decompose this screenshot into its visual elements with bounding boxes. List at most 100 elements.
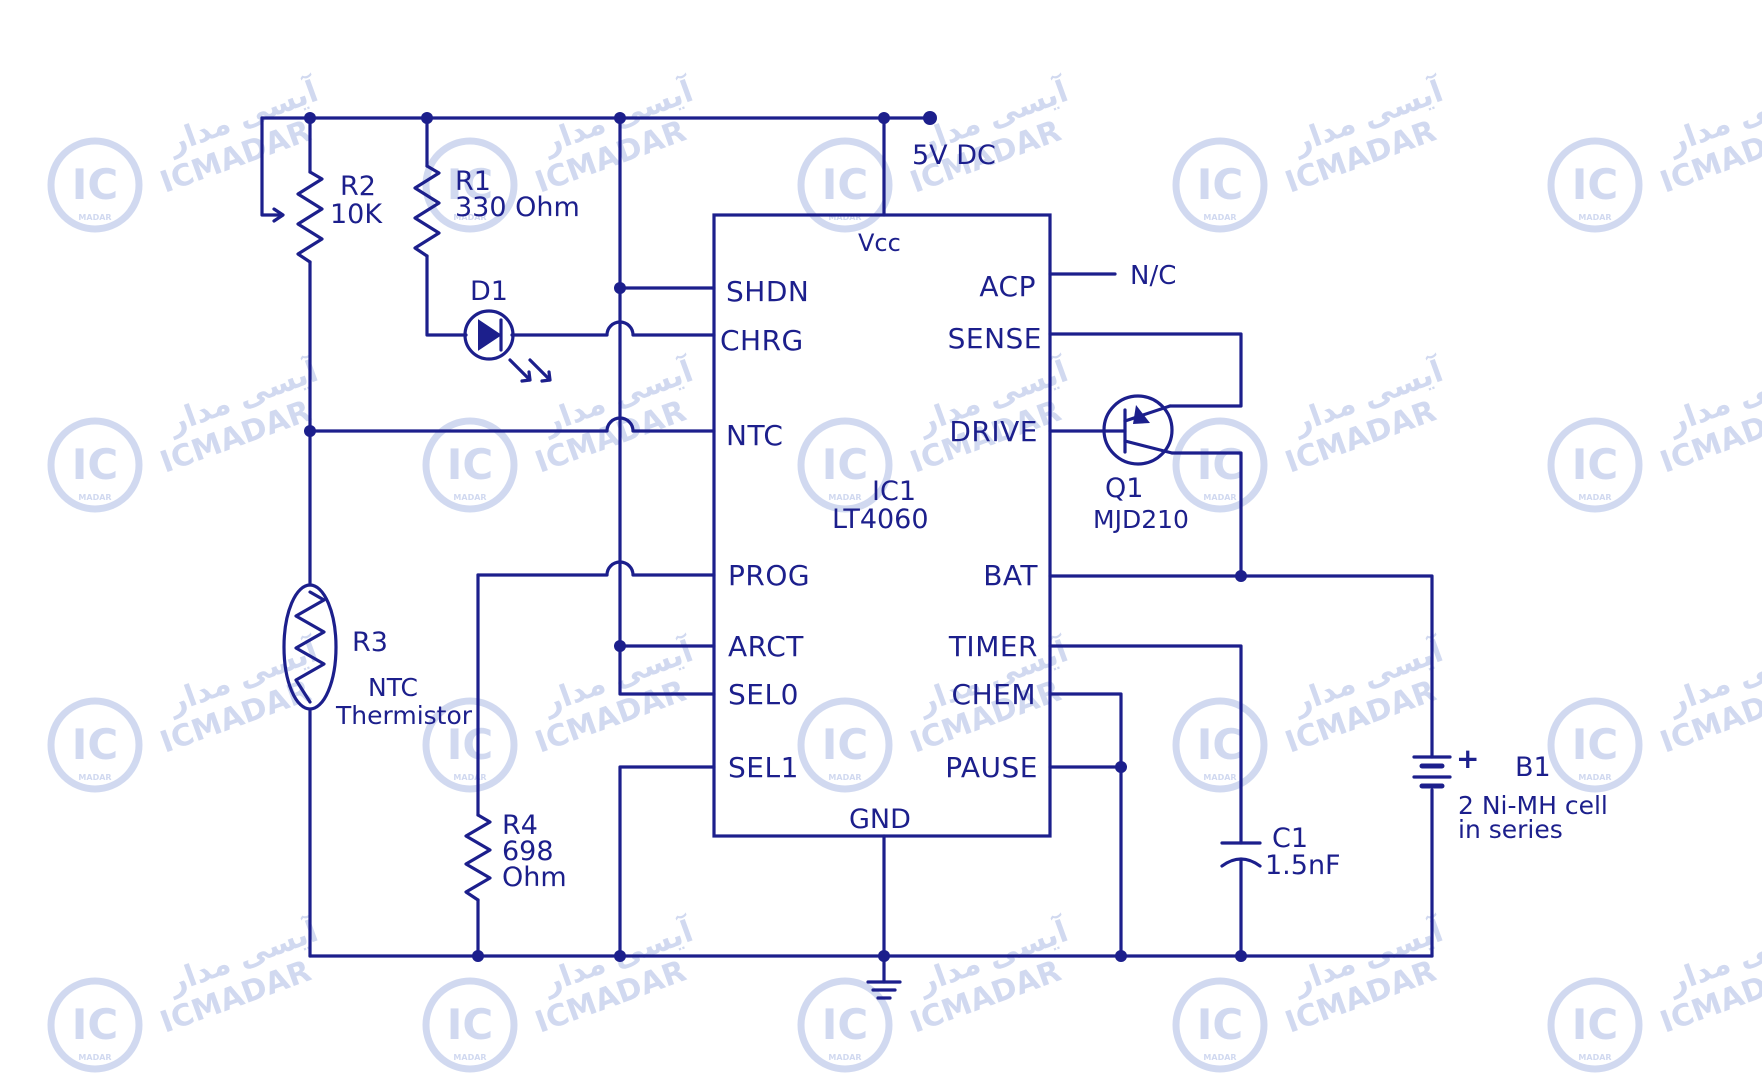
- watermark-logo-ring: [797, 697, 893, 793]
- watermark-logo-ring: [797, 417, 893, 513]
- watermark-logo-ring: [1547, 137, 1643, 233]
- r2-ref: R2: [340, 171, 376, 202]
- watermark-logo-subtext: MADAR: [453, 213, 486, 222]
- watermark-logo-subtext: MADAR: [1578, 493, 1611, 502]
- d1-ref: D1: [470, 276, 508, 307]
- watermark-logo-text: IC: [72, 160, 118, 209]
- r2-potentiometer: R2 10K: [296, 170, 383, 264]
- supply-label: 5V DC: [912, 140, 996, 171]
- ic1-pin-gnd: GND: [849, 804, 911, 835]
- watermark-logo-ring: [422, 977, 518, 1073]
- watermark-logo-ring: [1547, 697, 1643, 793]
- watermark-logo-text: IC: [822, 720, 868, 769]
- ic1-pin-drive: DRIVE: [949, 415, 1038, 448]
- b1-ref: B1: [1515, 752, 1551, 783]
- watermark-logo-subtext: MADAR: [453, 773, 486, 782]
- watermark-logo-ring: [1172, 977, 1268, 1073]
- ic1-pin-ntc: NTC: [726, 419, 783, 452]
- watermark-logo-text: IC: [1572, 1000, 1618, 1049]
- ic1-pin-sel1: SEL1: [728, 751, 799, 784]
- r3-ntc-thermistor: R3 NTC Thermistor: [282, 583, 473, 730]
- watermark-logo-subtext: MADAR: [1203, 773, 1236, 782]
- r4-ref: R4: [502, 810, 538, 841]
- watermark-logo-text: IC: [1572, 160, 1618, 209]
- q1-part: MJD210: [1093, 505, 1189, 534]
- ic1-pin-chem: CHEM: [952, 678, 1036, 711]
- ic1-pin-chrg: CHRG: [720, 324, 804, 357]
- ic1-pin-arct: ARCT: [728, 630, 804, 663]
- b1-desc-line1: 2 Ni-MH cell: [1458, 791, 1608, 820]
- watermark-logo-subtext: MADAR: [1578, 773, 1611, 782]
- watermark-logo-text: IC: [1197, 720, 1243, 769]
- r1-ref: R1: [455, 166, 491, 197]
- watermark-logo-text: IC: [1197, 1000, 1243, 1049]
- watermark-logo-text: IC: [72, 1000, 118, 1049]
- watermark-logo-text: IC: [72, 720, 118, 769]
- watermark-logo-subtext: MADAR: [453, 1053, 486, 1062]
- watermark-logo-ring: [1172, 697, 1268, 793]
- q1-ref: Q1: [1105, 473, 1143, 504]
- watermark-logo-text: IC: [1572, 720, 1618, 769]
- ic1-pin-sel0: SEL0: [728, 678, 799, 711]
- watermark-logo-subtext: MADAR: [1578, 213, 1611, 222]
- q1-transistor: Q1 MJD210: [1093, 394, 1189, 534]
- watermark-logo-ring: [797, 977, 893, 1073]
- r1-resistor: R1 330 Ohm: [413, 164, 580, 258]
- watermark-logo-subtext: MADAR: [1203, 493, 1236, 502]
- watermark-logo-subtext: MADAR: [1203, 1053, 1236, 1062]
- r3-ref: R3: [352, 627, 388, 658]
- d1-led: D1: [463, 276, 552, 383]
- r3-type-line2: Thermistor: [335, 701, 473, 730]
- watermark-logo-subtext: MADAR: [828, 773, 861, 782]
- watermark-logo-subtext: MADAR: [828, 493, 861, 502]
- ic1-pin-timer: TIMER: [948, 630, 1038, 663]
- ic1-pin-sense: SENSE: [948, 322, 1042, 355]
- junction-dots: [304, 111, 1247, 962]
- r4-value-line1: 698: [502, 836, 554, 867]
- ground-symbol: [866, 980, 902, 1000]
- ic1-pin-pause: PAUSE: [945, 751, 1038, 784]
- r4-resistor: R4 698 Ohm: [464, 810, 567, 902]
- ic1-pin-bat: BAT: [983, 559, 1038, 592]
- watermark-logo-ring: [47, 977, 143, 1073]
- r2-value: 10K: [330, 199, 383, 230]
- c1-value: 1.5nF: [1265, 850, 1341, 881]
- c1-capacitor: C1 1.5nF: [1220, 823, 1341, 881]
- watermark-logo-text: IC: [1572, 440, 1618, 489]
- watermark-logo-text: IC: [1197, 160, 1243, 209]
- watermark-logo-ring: [1547, 417, 1643, 513]
- watermark-logo-text: IC: [822, 160, 868, 209]
- ic1-chip: Vcc SHDN CHRG NTC PROG ARCT SEL0 SEL1 AC…: [712, 213, 1052, 838]
- acp-nc-label: N/C: [1130, 261, 1176, 291]
- wiring: [260, 116, 1434, 984]
- watermark-logo-subtext: MADAR: [78, 1053, 111, 1062]
- watermark-logo-ring: [797, 137, 893, 233]
- watermark-logo-subtext: MADAR: [828, 1053, 861, 1062]
- watermark-logo-ring: [422, 417, 518, 513]
- watermark-logo-ring: [1172, 137, 1268, 233]
- watermark-logo-ring: [1547, 977, 1643, 1073]
- watermark-logo-ring: [47, 697, 143, 793]
- ic1-pin-prog: PROG: [728, 559, 810, 592]
- watermark-logo-subtext: MADAR: [453, 493, 486, 502]
- c1-ref: C1: [1272, 823, 1308, 854]
- watermark-logo-subtext: MADAR: [78, 213, 111, 222]
- b1-plus-sign: +: [1456, 742, 1479, 775]
- r1-value: 330 Ohm: [455, 192, 580, 223]
- watermark-logo-text: IC: [822, 1000, 868, 1049]
- watermark-logo-ring: [47, 417, 143, 513]
- b1-desc-line2: in series: [1458, 815, 1563, 844]
